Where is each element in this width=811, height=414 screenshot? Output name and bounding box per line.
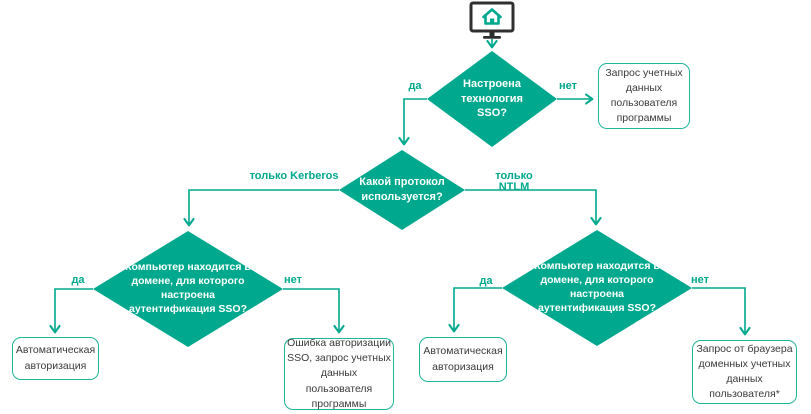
result-auto-authorization-ntlm: Автоматическая авторизация xyxy=(419,337,507,382)
edge-label-yes-ntlm: да xyxy=(479,275,493,287)
result-browser-credentials-request: Запрос от браузера доменных учетных данн… xyxy=(692,340,797,404)
edge-label-no-ntlm: нет xyxy=(690,274,709,286)
edge-label-yes-sso: да xyxy=(408,80,422,92)
result-app-credentials-request: Запрос учетных данных пользователя прогр… xyxy=(598,63,690,129)
edge-label-no-sso: нет xyxy=(558,80,577,92)
computer-home-icon xyxy=(469,1,515,41)
edge-label-yes-kerberos: да xyxy=(71,274,85,286)
result-auto-authorization-kerberos: Автоматическая авторизация xyxy=(12,337,99,380)
edge-label-only-kerberos: только Kerberos xyxy=(249,170,339,182)
edge-label-only-ntlm: только NTLM xyxy=(495,170,533,193)
edge-label-no-kerberos: нет xyxy=(283,274,302,286)
result-sso-error: Ошибка авторизации SSO, запрос учетных д… xyxy=(284,337,394,410)
